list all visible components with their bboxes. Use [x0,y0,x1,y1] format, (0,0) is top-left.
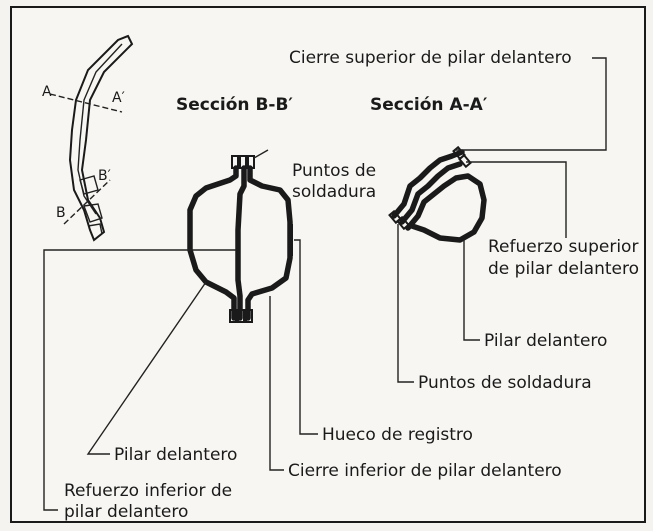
label-pilar-delantero-aa: Pilar delantero [484,331,607,351]
label-cierre-superior: Cierre superior de pilar delantero [289,48,572,68]
section-aa-title: Sección A-A′ [370,95,488,115]
label-refuerzo-superior-1: Refuerzo superior [488,237,638,257]
label-hueco-registro: Hueco de registro [322,425,473,445]
section-bb-drawing [187,149,293,323]
label-puntos-soldadura-bb-2: soldadura [292,182,376,202]
label-puntos-soldadura-bb-1: Puntos de [292,161,376,181]
marker-a-prime: A′ [112,90,125,106]
label-refuerzo-superior-2: de pilar delantero [488,259,639,279]
label-refuerzo-inferior-1: Refuerzo inferior de [64,481,232,501]
label-pilar-delantero-bb: Pilar delantero [114,445,237,465]
section-aa-drawing [388,145,487,243]
marker-b-prime: B′ [98,168,111,184]
label-cierre-inferior: Cierre inferior de pilar delantero [288,461,562,481]
marker-a: A [42,84,52,100]
marker-b: B [56,205,66,221]
diagram-frame [10,6,646,523]
label-refuerzo-inferior-2: pilar delantero [64,502,188,522]
section-bb-title: Sección B-B′ [176,95,293,115]
pillar-overview-sketch [49,34,134,242]
label-puntos-soldadura-aa: Puntos de soldadura [418,373,592,393]
